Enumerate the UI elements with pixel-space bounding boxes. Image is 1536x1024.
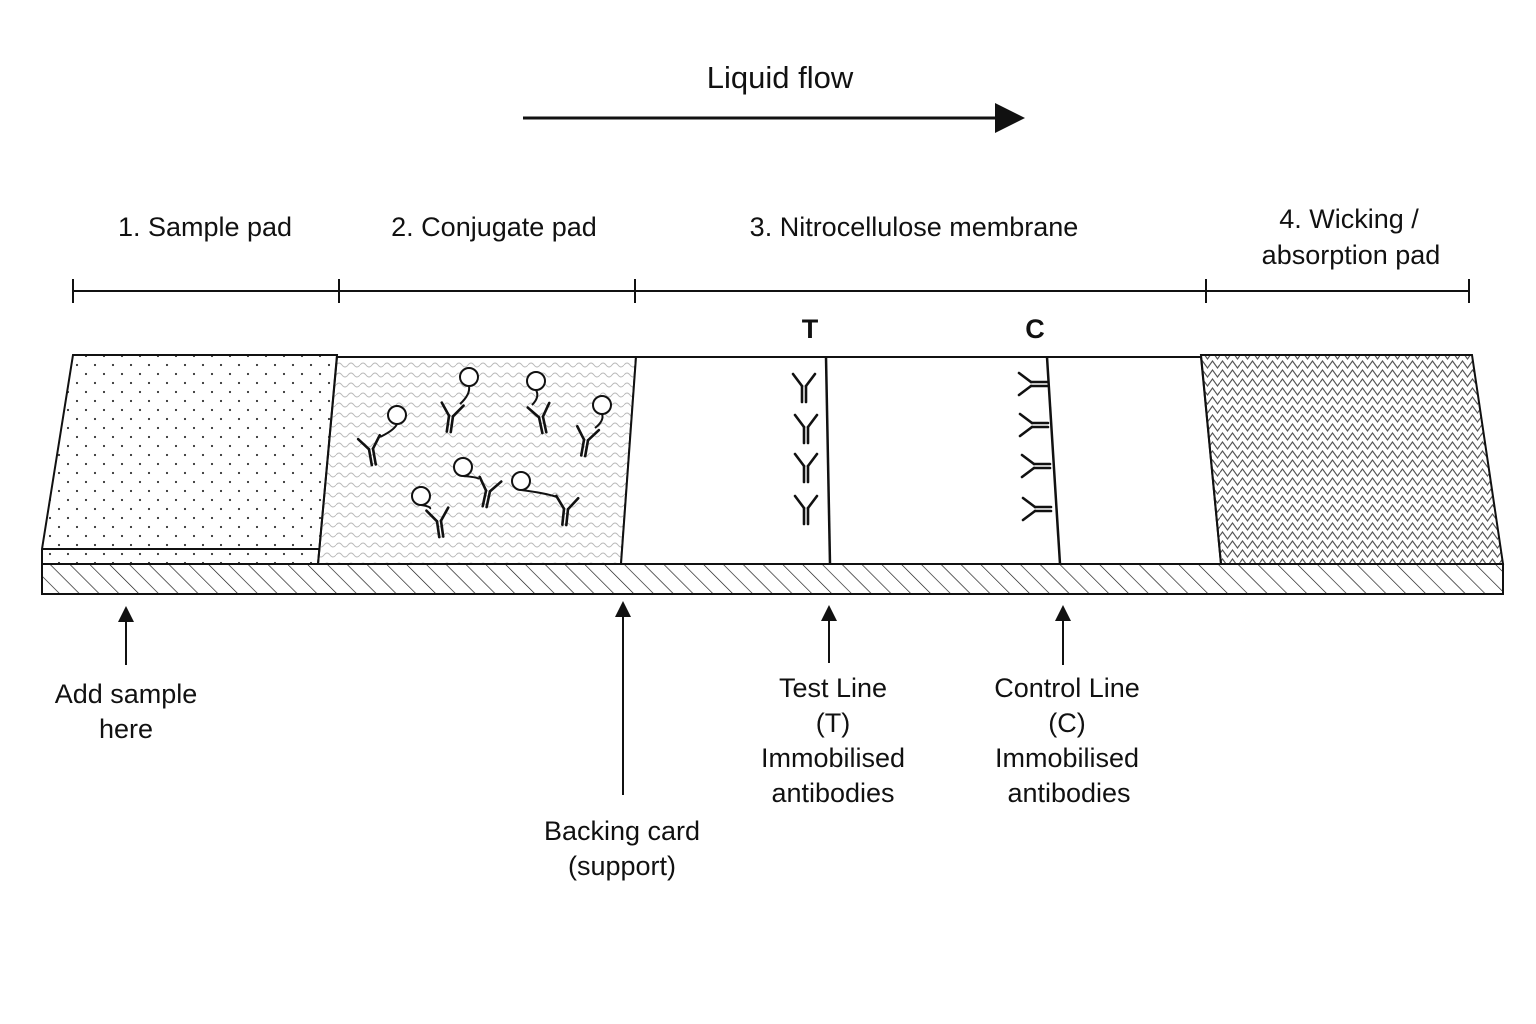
conjugate-pad-heading: 2. Conjugate pad [391,212,597,242]
antibody-icon [356,433,382,467]
antibody-gold-conjugate-icon [356,405,407,467]
backing-text-1: Backing card [544,816,700,846]
wicking-pad-heading-line2: absorption pad [1262,240,1441,270]
antibody-icon [425,506,450,539]
antibody-icon [1021,496,1053,522]
backing-text-2: (support) [568,851,676,881]
antibody-icon [793,413,819,445]
antibody-gold-conjugate-icon [440,367,479,434]
conjugate-antibodies [356,367,612,539]
backing-card [41,563,1504,595]
wicking-pad-heading-line1: 4. Wicking / [1279,204,1419,234]
test-line [824,356,832,565]
test-text-3: Immobilised [761,743,905,773]
section-brackets [72,279,1470,303]
test-line-letter: T [802,314,819,344]
antibody-icon [1018,412,1050,438]
test-text-1: Test Line [779,673,887,703]
control-text-3: Immobilised [995,743,1139,773]
antibody-icon [575,424,601,458]
control-text-1: Control Line [994,673,1140,703]
antibody-icon [478,475,503,509]
nitrocellulose-membrane [619,356,1223,565]
antibody-icon [793,494,819,526]
add-sample-text-2: here [99,714,153,744]
antibody-icon [793,452,819,484]
antibody-icon [555,494,580,527]
test-line-callout: Test Line (T) Immobilised antibodies [761,673,905,808]
control-line-antibodies [1017,371,1053,522]
wicking-pad [1199,354,1505,565]
antibody-icon [526,401,551,435]
antibody-icon [1017,371,1049,397]
antibody-gold-conjugate-icon [511,471,580,527]
control-text-2: (C) [1048,708,1085,738]
sample-pad [41,354,339,565]
control-line [1045,356,1062,565]
antibody-icon [1020,453,1052,479]
membrane-heading: 3. Nitrocellulose membrane [750,212,1079,242]
control-line-callout: Control Line (C) Immobilised antibodies [994,673,1140,808]
backing-card-callout: Backing card (support) [544,816,700,881]
antibody-gold-conjugate-icon [575,395,612,458]
flow-label: Liquid flow [707,60,854,95]
test-text-2: (T) [816,708,850,738]
test-text-4: antibodies [771,778,894,808]
antibody-gold-conjugate-icon [411,486,450,539]
antibody-icon [791,372,817,404]
add-sample-callout: Add sample here [55,679,198,744]
test-line-antibodies [791,372,819,526]
control-line-letter: C [1025,314,1045,344]
antibody-gold-conjugate-icon [453,457,503,509]
antibody-gold-conjugate-icon [526,371,551,435]
sample-pad-heading: 1. Sample pad [118,212,292,242]
antibody-icon [440,401,465,434]
conjugate-pad [316,356,638,565]
control-text-4: antibodies [1007,778,1130,808]
add-sample-text-1: Add sample [55,679,198,709]
